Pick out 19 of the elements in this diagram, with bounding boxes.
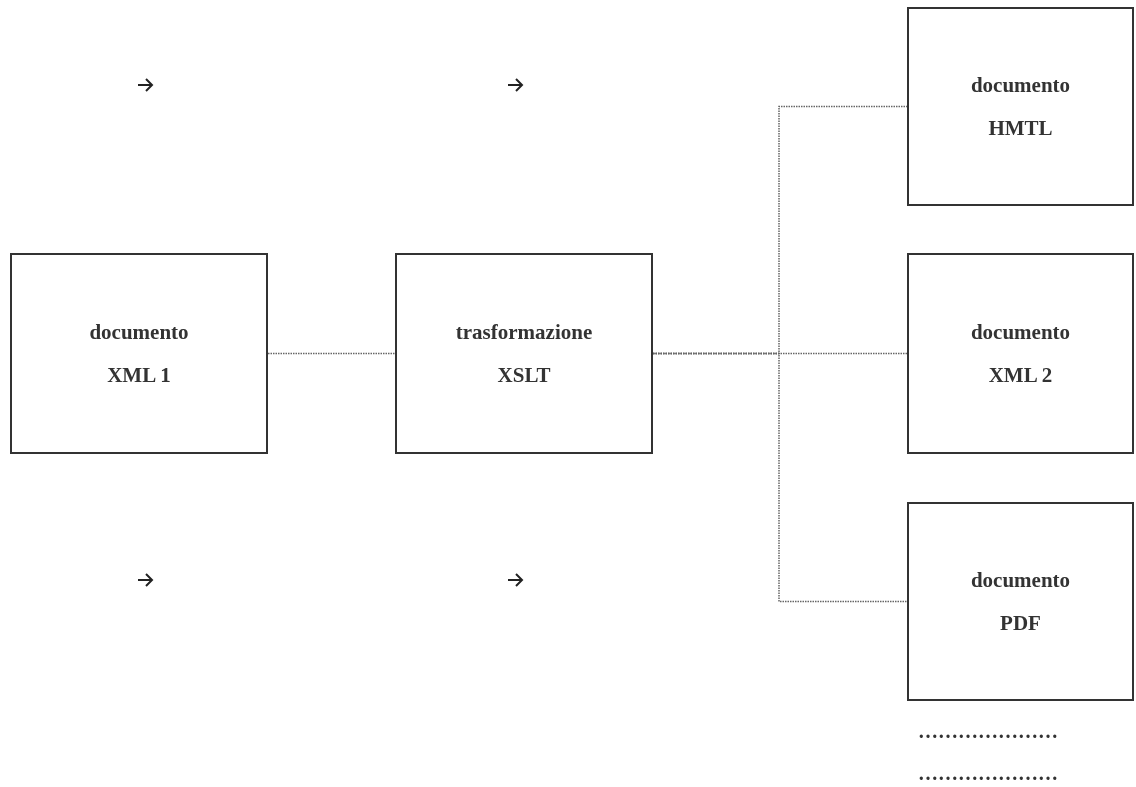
box-label: XML 1 bbox=[107, 362, 171, 388]
box-label: documento bbox=[89, 319, 189, 345]
process-box bbox=[907, 502, 1134, 701]
process-box bbox=[907, 253, 1134, 454]
connector-line bbox=[652, 352, 908, 603]
box-label: trasformazione bbox=[455, 319, 593, 345]
box-label: HMTL bbox=[988, 115, 1053, 141]
process-box bbox=[10, 253, 268, 454]
box-label: XML 2 bbox=[988, 362, 1053, 388]
process-box bbox=[907, 7, 1134, 206]
box-label: documento bbox=[970, 319, 1071, 345]
fill-in-line: ………………… bbox=[918, 762, 1058, 785]
fill-in-line: ………………… bbox=[918, 720, 1058, 743]
box-label: PDF bbox=[1000, 610, 1041, 636]
process-box bbox=[395, 253, 653, 454]
connector-line bbox=[267, 352, 396, 355]
box-label: documento bbox=[970, 72, 1071, 98]
box-label: XSLT bbox=[497, 362, 551, 388]
box-label: documento bbox=[970, 567, 1071, 593]
